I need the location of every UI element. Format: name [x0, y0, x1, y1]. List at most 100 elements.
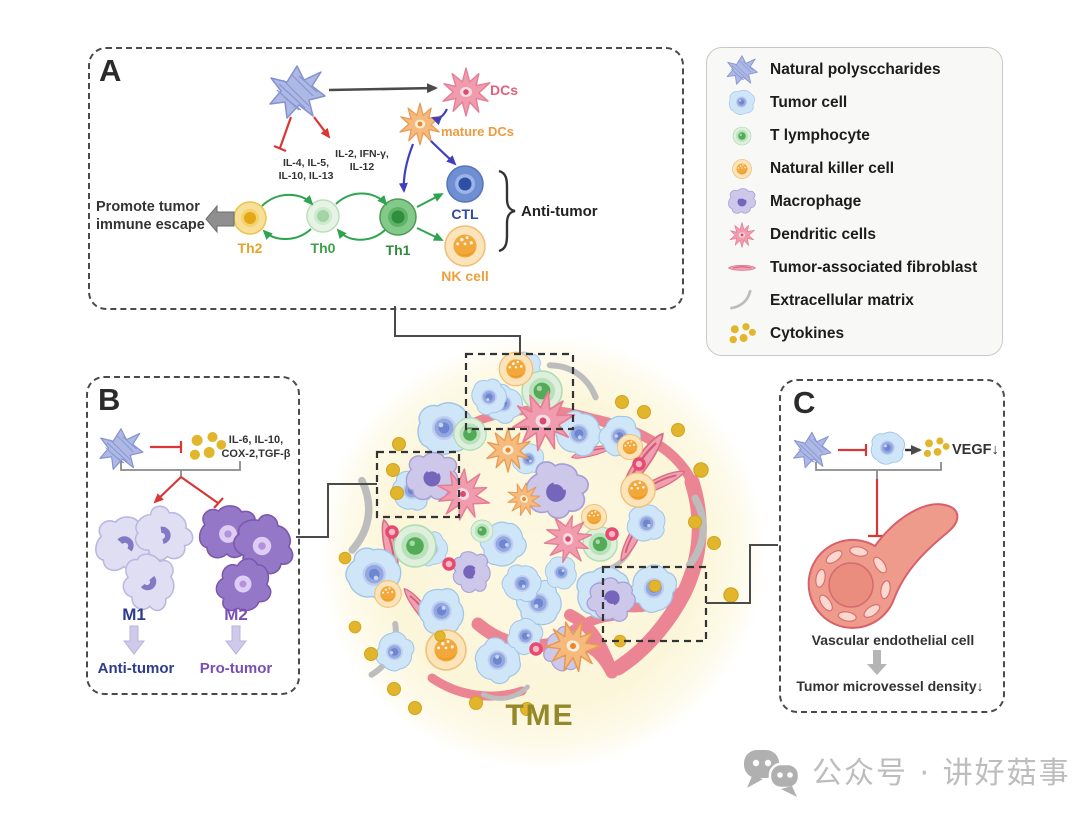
- cytokines-text-b: IL-6, IL-10, COX-2,TGF-β: [221, 434, 291, 460]
- legend-item: Cytokines: [707, 317, 1002, 350]
- nk-label: NK cell: [441, 268, 489, 284]
- tme-nk-icon: [620, 472, 656, 508]
- tme-tumor-icon: [626, 504, 666, 542]
- dcs-label: DCs: [490, 82, 519, 98]
- legend-item-label: Extracellular matrix: [770, 291, 914, 309]
- arrow-th2-th0-top: [261, 193, 314, 207]
- tumor-legend-icon: [720, 87, 764, 119]
- anti-tumor-label-a: Anti-tumor: [521, 203, 598, 220]
- inhibit-bar-m2: [213, 497, 224, 509]
- arrow-mature-to-th1: [398, 143, 415, 193]
- tme-nk-icon: [616, 433, 644, 461]
- arrow-th0-th1-top: [335, 192, 388, 206]
- arrow-star-to-th1-cytokines: [313, 116, 331, 139]
- vegf-label: VEGF↓: [952, 442, 999, 458]
- inhibit-bar: [273, 144, 287, 153]
- panel-a-graphics: [205, 65, 516, 267]
- panel-b: [86, 376, 300, 695]
- tme-dot-icon: [387, 682, 401, 696]
- tme-label: TME: [505, 699, 575, 732]
- pro-tumor-label-b: Pro-tumor: [199, 660, 273, 677]
- tme-dot-icon: [390, 486, 404, 500]
- tme-dot-icon: [392, 437, 406, 451]
- tme-tcell-icon: [393, 524, 437, 568]
- connector-panel-b: [296, 483, 377, 538]
- tme-dot-icon: [723, 587, 739, 603]
- tme-nk-icon: [498, 351, 534, 387]
- tme-dot-icon: [615, 395, 629, 409]
- connector-panel-a: [394, 306, 521, 353]
- fibro-legend-icon: [720, 252, 764, 284]
- tme-dot-icon: [648, 579, 662, 593]
- anti-tumor-brace: [498, 169, 516, 253]
- legend-item: Natural killer cell: [707, 152, 1002, 185]
- panel-c-graphics: [793, 431, 959, 675]
- tme-dot-icon: [338, 551, 352, 565]
- th1-label: Th1: [385, 242, 411, 258]
- tme-dot-icon: [434, 630, 446, 642]
- inhibit-to-m2: [180, 476, 219, 504]
- legend-item: Macrophage: [707, 185, 1002, 218]
- tme-nk-icon: [374, 580, 402, 608]
- tme-dot-icon: [408, 701, 422, 715]
- m1-down-arrow: [122, 625, 146, 655]
- tme-inset-box-a: [464, 352, 575, 431]
- anti-tumor-label-b: Anti-tumor: [97, 660, 175, 677]
- th0-label: Th0: [310, 240, 336, 256]
- th2-label: Th2: [237, 240, 263, 256]
- cytokines-left-text: IL-4, IL-5, IL-10, IL-13: [278, 157, 334, 183]
- tme-nk-icon: [580, 503, 608, 531]
- cyto-legend-icon: [720, 318, 764, 350]
- arrow-mature-to-ctl: [430, 140, 457, 166]
- tme-dot-icon: [386, 463, 400, 477]
- m1-label: M1: [122, 605, 146, 624]
- tme-dot-icon: [637, 405, 651, 419]
- arrow-star-to-dcs: [328, 83, 438, 94]
- legend-item-label: Tumor cell: [770, 93, 848, 111]
- legend-item: Natural polysccharides: [707, 53, 1002, 86]
- tme-rbc-icon: [529, 642, 543, 656]
- tme-nk-icon: [425, 629, 467, 671]
- panel-c: [779, 379, 1005, 713]
- panel-a-label: A: [99, 53, 122, 88]
- panel-b-graphics: [96, 428, 302, 655]
- connector-panel-c: [706, 544, 778, 604]
- tme-dot-icon: [707, 536, 721, 550]
- tme-tumor-icon: [544, 556, 577, 590]
- legend-item-label: T lymphocyte: [770, 126, 870, 144]
- bracket-b: [120, 461, 241, 477]
- legend-item-label: Tumor-associated fibroblast: [770, 258, 978, 276]
- tme-dot-icon: [348, 620, 362, 634]
- density-down-arrow: [867, 650, 887, 675]
- watermark-text: 公众号 · 讲好菇事: [812, 756, 1071, 791]
- arrow-th1-to-ctl: [416, 193, 444, 208]
- microvessel-density-label: Tumor microvessel density↓: [796, 678, 984, 694]
- m2-down-arrow: [224, 625, 248, 655]
- ecm-legend-icon: [720, 285, 764, 317]
- legend-item: T lymphocyte: [707, 119, 1002, 152]
- legend-item-label: Macrophage: [770, 192, 862, 210]
- wechat-icon: [744, 750, 801, 797]
- blood-vessel-illustration: [807, 503, 959, 629]
- tme-inset-box-c: [601, 565, 708, 643]
- tme-inset-box-b: [375, 450, 461, 519]
- inhibit-star-to-th2-cytokines: [278, 116, 293, 149]
- arrow-th1-th0-bottom: [336, 228, 386, 241]
- tme-dot-icon: [364, 647, 378, 661]
- promote-escape-text: Promote tumor immune escape: [96, 199, 205, 234]
- tme-rbc-icon: [385, 525, 399, 539]
- arrow-th0-th2-bottom: [262, 228, 312, 240]
- vascular-endothelial-label: Vascular endothelial cell: [811, 632, 975, 648]
- ctl-label: CTL: [451, 206, 479, 222]
- tme-dot-icon: [693, 462, 709, 478]
- mature-dcs-label: mature DCs: [441, 124, 514, 139]
- tme-rbc-icon: [442, 557, 456, 571]
- nk-legend-icon: [720, 153, 764, 185]
- arrow-to-m1: [153, 476, 182, 504]
- dcp-legend-icon: [720, 219, 764, 251]
- tme-dot-icon: [671, 423, 685, 437]
- legend-item: Tumor-associated fibroblast: [707, 251, 1002, 284]
- tme-dot-icon: [688, 515, 702, 529]
